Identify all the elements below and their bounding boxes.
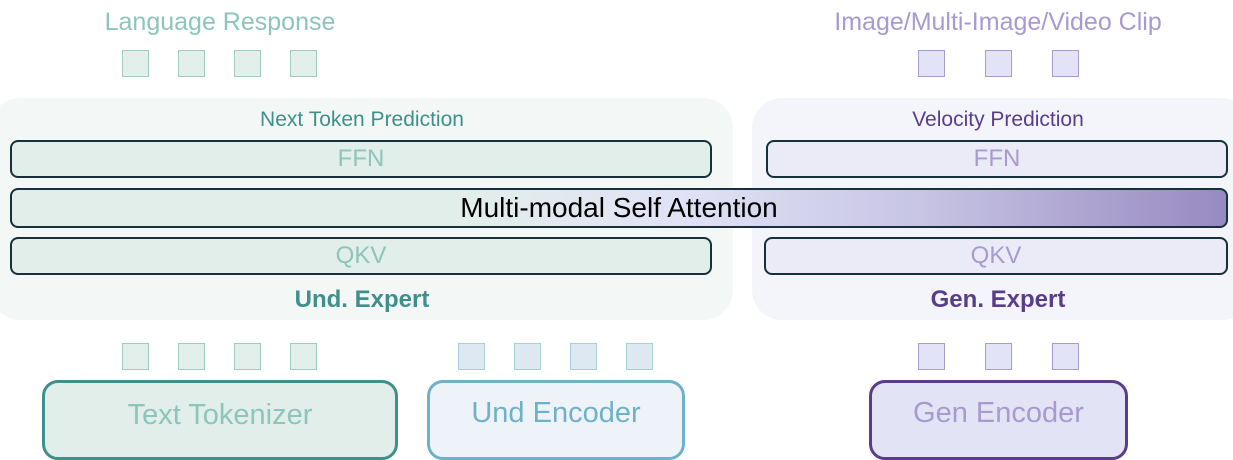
- input-text-token: [290, 343, 317, 370]
- text-tokenizer-block: Text Tokenizer: [42, 380, 398, 460]
- input-gen-token: [1052, 343, 1079, 370]
- output-text-token: [290, 50, 317, 77]
- gen-ffn-block: FFN: [766, 140, 1228, 178]
- gen-expert-label: Gen. Expert: [930, 286, 1066, 313]
- output-visual-token: [1052, 50, 1079, 77]
- output-text-token: [122, 50, 149, 77]
- input-text-token: [234, 343, 261, 370]
- input-und-token: [514, 343, 541, 370]
- und-ffn-block: FFN: [10, 140, 712, 178]
- input-gen-token: [985, 343, 1012, 370]
- multimodal-self-attention-block: Multi-modal Self Attention: [10, 188, 1228, 228]
- output-visual-token: [918, 50, 945, 77]
- und-encoder-block: Und Encoder: [427, 380, 685, 460]
- output-text-token: [178, 50, 205, 77]
- und-qkv-block: QKV: [10, 237, 712, 275]
- output-visual-token: [985, 50, 1012, 77]
- velocity-prediction-label: Velocity Prediction: [912, 108, 1084, 131]
- und-expert-label: Und. Expert: [294, 286, 430, 313]
- gen-qkv-block: QKV: [764, 237, 1228, 275]
- output-text-token: [234, 50, 261, 77]
- input-gen-token: [918, 343, 945, 370]
- input-und-token: [570, 343, 597, 370]
- language-response-label: Language Response: [104, 8, 336, 36]
- input-und-token: [626, 343, 653, 370]
- input-text-token: [122, 343, 149, 370]
- gen-encoder-block: Gen Encoder: [869, 380, 1128, 460]
- next-token-prediction-label: Next Token Prediction: [260, 108, 464, 131]
- input-und-token: [458, 343, 485, 370]
- input-text-token: [178, 343, 205, 370]
- visual-output-label: Image/Multi-Image/Video Clip: [834, 8, 1162, 36]
